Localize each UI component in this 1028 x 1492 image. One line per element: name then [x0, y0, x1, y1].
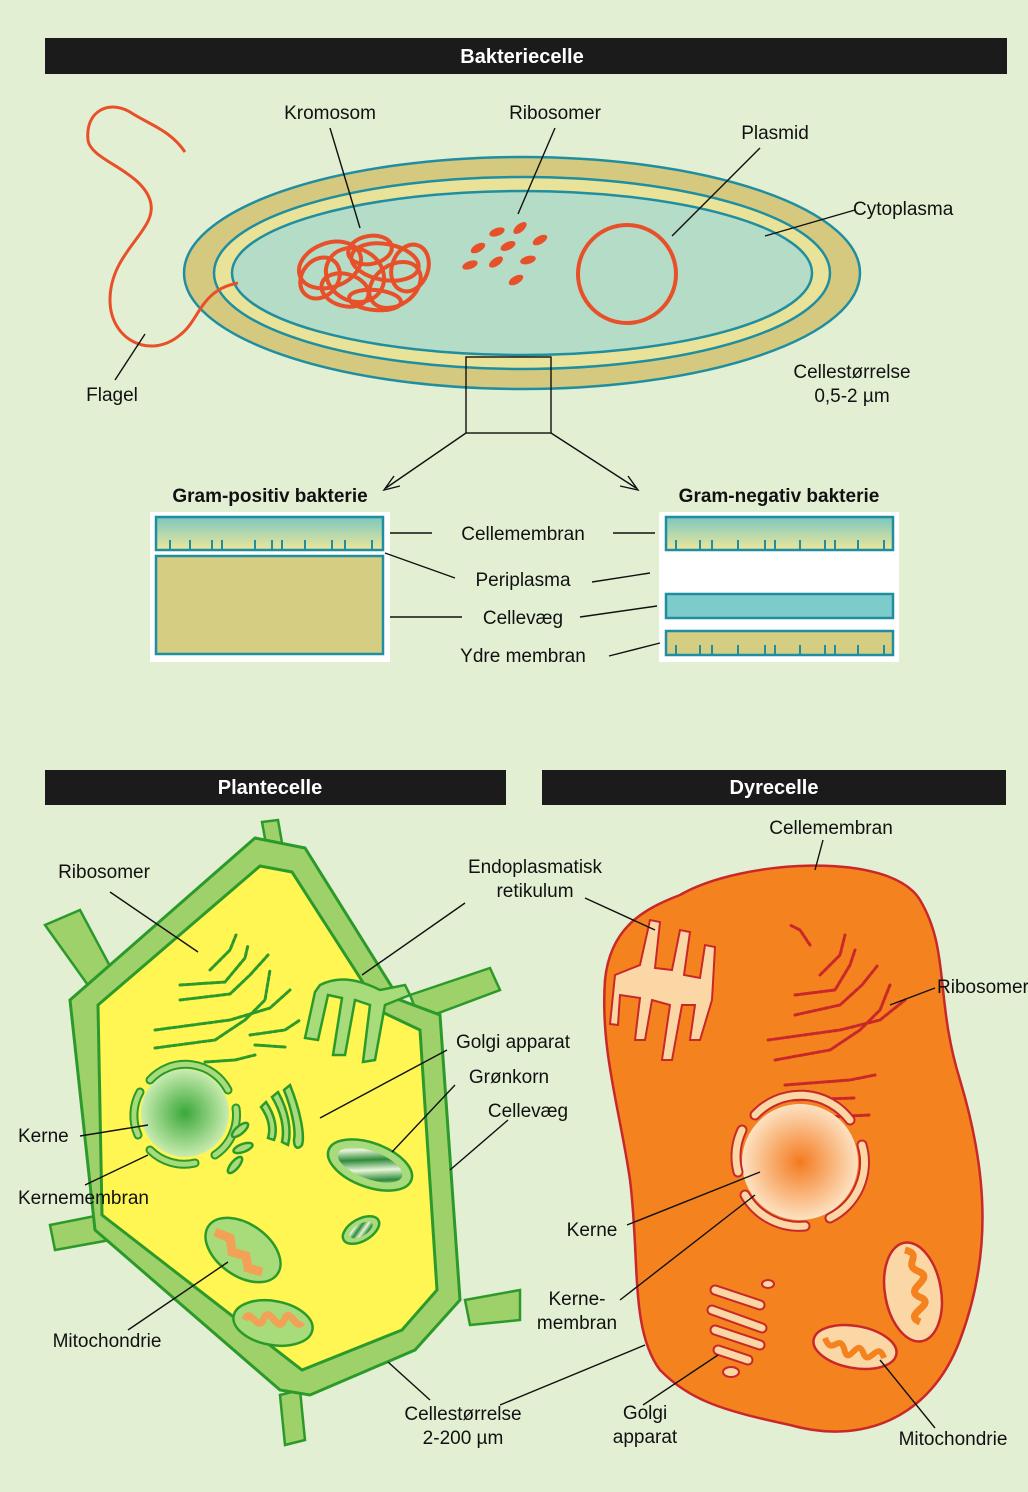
label-periplasm: Periplasma — [475, 570, 570, 591]
label-bacteria-size-1: Cellestørrelse — [793, 362, 910, 383]
label-plant-size-1: Cellestørrelse — [404, 1404, 521, 1425]
gram-negative-title: Gram-negativ bakterie — [679, 486, 880, 507]
label-animal-mitochondrion: Mitochondrie — [899, 1429, 1008, 1450]
animal-nucleus — [736, 1095, 864, 1226]
label-plant-mitochondrion: Mitochondrie — [53, 1331, 162, 1352]
gram-positive-wall — [156, 556, 383, 654]
label-animal-ribosomes: Ribosomer — [937, 977, 1028, 998]
label-membrane: Cellemembran — [461, 524, 585, 545]
plant-title: Plantecelle — [218, 777, 323, 799]
bacteria-cytoplasm — [232, 191, 812, 355]
label-bacteria-ribosomes: Ribosomer — [509, 103, 602, 124]
label-plant-cell-wall: Cellevæg — [488, 1101, 568, 1122]
label-bacteria-size-2: 0,5-2 µm — [814, 386, 889, 407]
gram-positive-panel — [150, 512, 390, 662]
label-animal-nuclear-membrane-1: Kerne- — [548, 1289, 605, 1310]
label-plant-nucleus: Kerne — [18, 1126, 69, 1147]
label-plasmid: Plasmid — [741, 123, 809, 144]
plant-nucleus — [134, 1064, 237, 1164]
label-animal-golgi-1: Golgi — [623, 1403, 667, 1424]
label-plant-ribosomes: Ribosomer — [58, 862, 151, 883]
label-chromosome: Kromosom — [284, 103, 376, 124]
label-animal-nuclear-membrane-2: membran — [537, 1313, 617, 1334]
label-plant-golgi: Golgi apparat — [456, 1032, 571, 1053]
label-er-1: Endoplasmatisk — [468, 857, 603, 878]
animal-title: Dyrecelle — [730, 777, 819, 799]
label-animal-cell-membrane: Cellemembran — [769, 818, 893, 839]
label-plant-size-2: 2-200 µm — [423, 1428, 504, 1449]
label-wall: Cellevæg — [483, 608, 563, 629]
gram-positive-title: Gram-positiv bakterie — [172, 486, 367, 507]
label-outer-membrane: Ydre membran — [460, 646, 586, 667]
label-flagellum: Flagel — [86, 385, 138, 406]
gram-negative-wall — [666, 594, 893, 618]
gram-negative-panel — [659, 512, 899, 662]
label-chloroplast: Grønkorn — [469, 1067, 549, 1088]
label-nuclear-membrane: Kernemembran — [18, 1188, 149, 1209]
label-cytoplasm: Cytoplasma — [853, 199, 954, 220]
label-animal-nucleus: Kerne — [567, 1220, 618, 1241]
bacteria-title: Bakteriecelle — [460, 46, 583, 68]
label-er-2: retikulum — [496, 881, 573, 902]
label-animal-golgi-2: apparat — [613, 1427, 678, 1448]
bacterium — [184, 157, 860, 389]
